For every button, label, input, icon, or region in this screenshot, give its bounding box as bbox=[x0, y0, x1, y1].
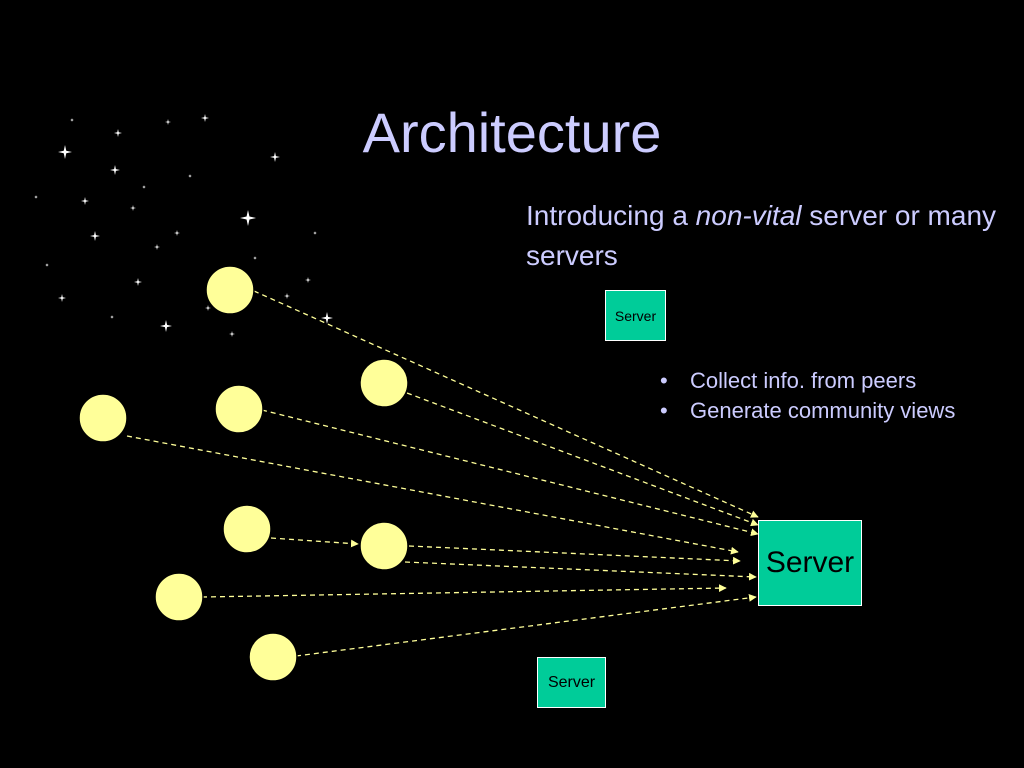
subtitle-emphasis: non-vital bbox=[695, 200, 802, 231]
star-icon bbox=[110, 165, 120, 175]
star-icon bbox=[58, 294, 66, 302]
bullet-item: • Collect info. from peers bbox=[660, 366, 955, 396]
bullet-dot: • bbox=[660, 368, 668, 393]
slide-title: Architecture bbox=[362, 101, 662, 164]
star-icon bbox=[134, 278, 142, 286]
star-icon bbox=[130, 205, 136, 211]
star-icon bbox=[34, 195, 38, 199]
star-icon bbox=[253, 256, 257, 260]
server-box-secondary-bottom: Server bbox=[537, 657, 606, 708]
star-icon bbox=[160, 320, 172, 332]
star-icon bbox=[188, 174, 192, 178]
star-icon bbox=[305, 277, 311, 283]
star-icon bbox=[110, 315, 114, 319]
bullet-text: Collect info. from peers bbox=[690, 368, 917, 393]
peer-node bbox=[214, 384, 264, 434]
star-icon bbox=[90, 231, 100, 241]
star-icon bbox=[142, 185, 146, 189]
connector-arrow bbox=[408, 545, 741, 565]
server-box-main: Server bbox=[758, 520, 862, 606]
starfield bbox=[34, 114, 333, 337]
connector-arrow bbox=[253, 290, 759, 518]
star-icon bbox=[165, 119, 171, 125]
peer-node bbox=[205, 265, 255, 315]
connectors bbox=[126, 290, 759, 657]
bullet-list: • Collect info. from peers • Generate comm… bbox=[660, 366, 955, 426]
server-box-secondary-top: Server bbox=[605, 290, 666, 341]
peer-node bbox=[248, 632, 298, 682]
star-icon bbox=[58, 145, 72, 159]
star-icon bbox=[114, 129, 122, 137]
connector-arrow bbox=[261, 409, 759, 537]
connector-arrow bbox=[270, 537, 359, 548]
star-icon bbox=[45, 263, 49, 267]
subtitle-prefix: Introducing a bbox=[526, 200, 696, 231]
peer-node bbox=[222, 504, 272, 554]
star-icon bbox=[321, 312, 333, 324]
connector-arrow bbox=[404, 561, 757, 581]
peer-node bbox=[78, 393, 128, 443]
peer-nodes bbox=[78, 265, 409, 682]
star-icon bbox=[81, 197, 89, 205]
connector-arrow bbox=[295, 594, 757, 657]
star-icon bbox=[154, 244, 160, 250]
star-icon bbox=[240, 210, 256, 226]
star-icon bbox=[229, 331, 235, 337]
bullet-dot: • bbox=[660, 398, 668, 423]
peer-node bbox=[359, 521, 409, 571]
star-icon bbox=[201, 114, 209, 122]
star-icon bbox=[174, 230, 180, 236]
star-icon bbox=[70, 118, 74, 122]
peer-node bbox=[359, 358, 409, 408]
subtitle-suffix: server or many servers bbox=[526, 200, 997, 271]
star-icon bbox=[284, 293, 290, 299]
bullet-text: Generate community views bbox=[690, 398, 956, 423]
connector-arrow bbox=[126, 435, 739, 555]
slide-subtitle: Introducing a non-vital server or many s… bbox=[526, 196, 1016, 276]
star-icon bbox=[270, 152, 280, 162]
peer-node bbox=[154, 572, 204, 622]
star-icon bbox=[313, 231, 317, 235]
star-icon bbox=[205, 305, 211, 311]
bullet-item: • Generate community views bbox=[660, 396, 955, 426]
connector-arrow bbox=[201, 584, 727, 598]
